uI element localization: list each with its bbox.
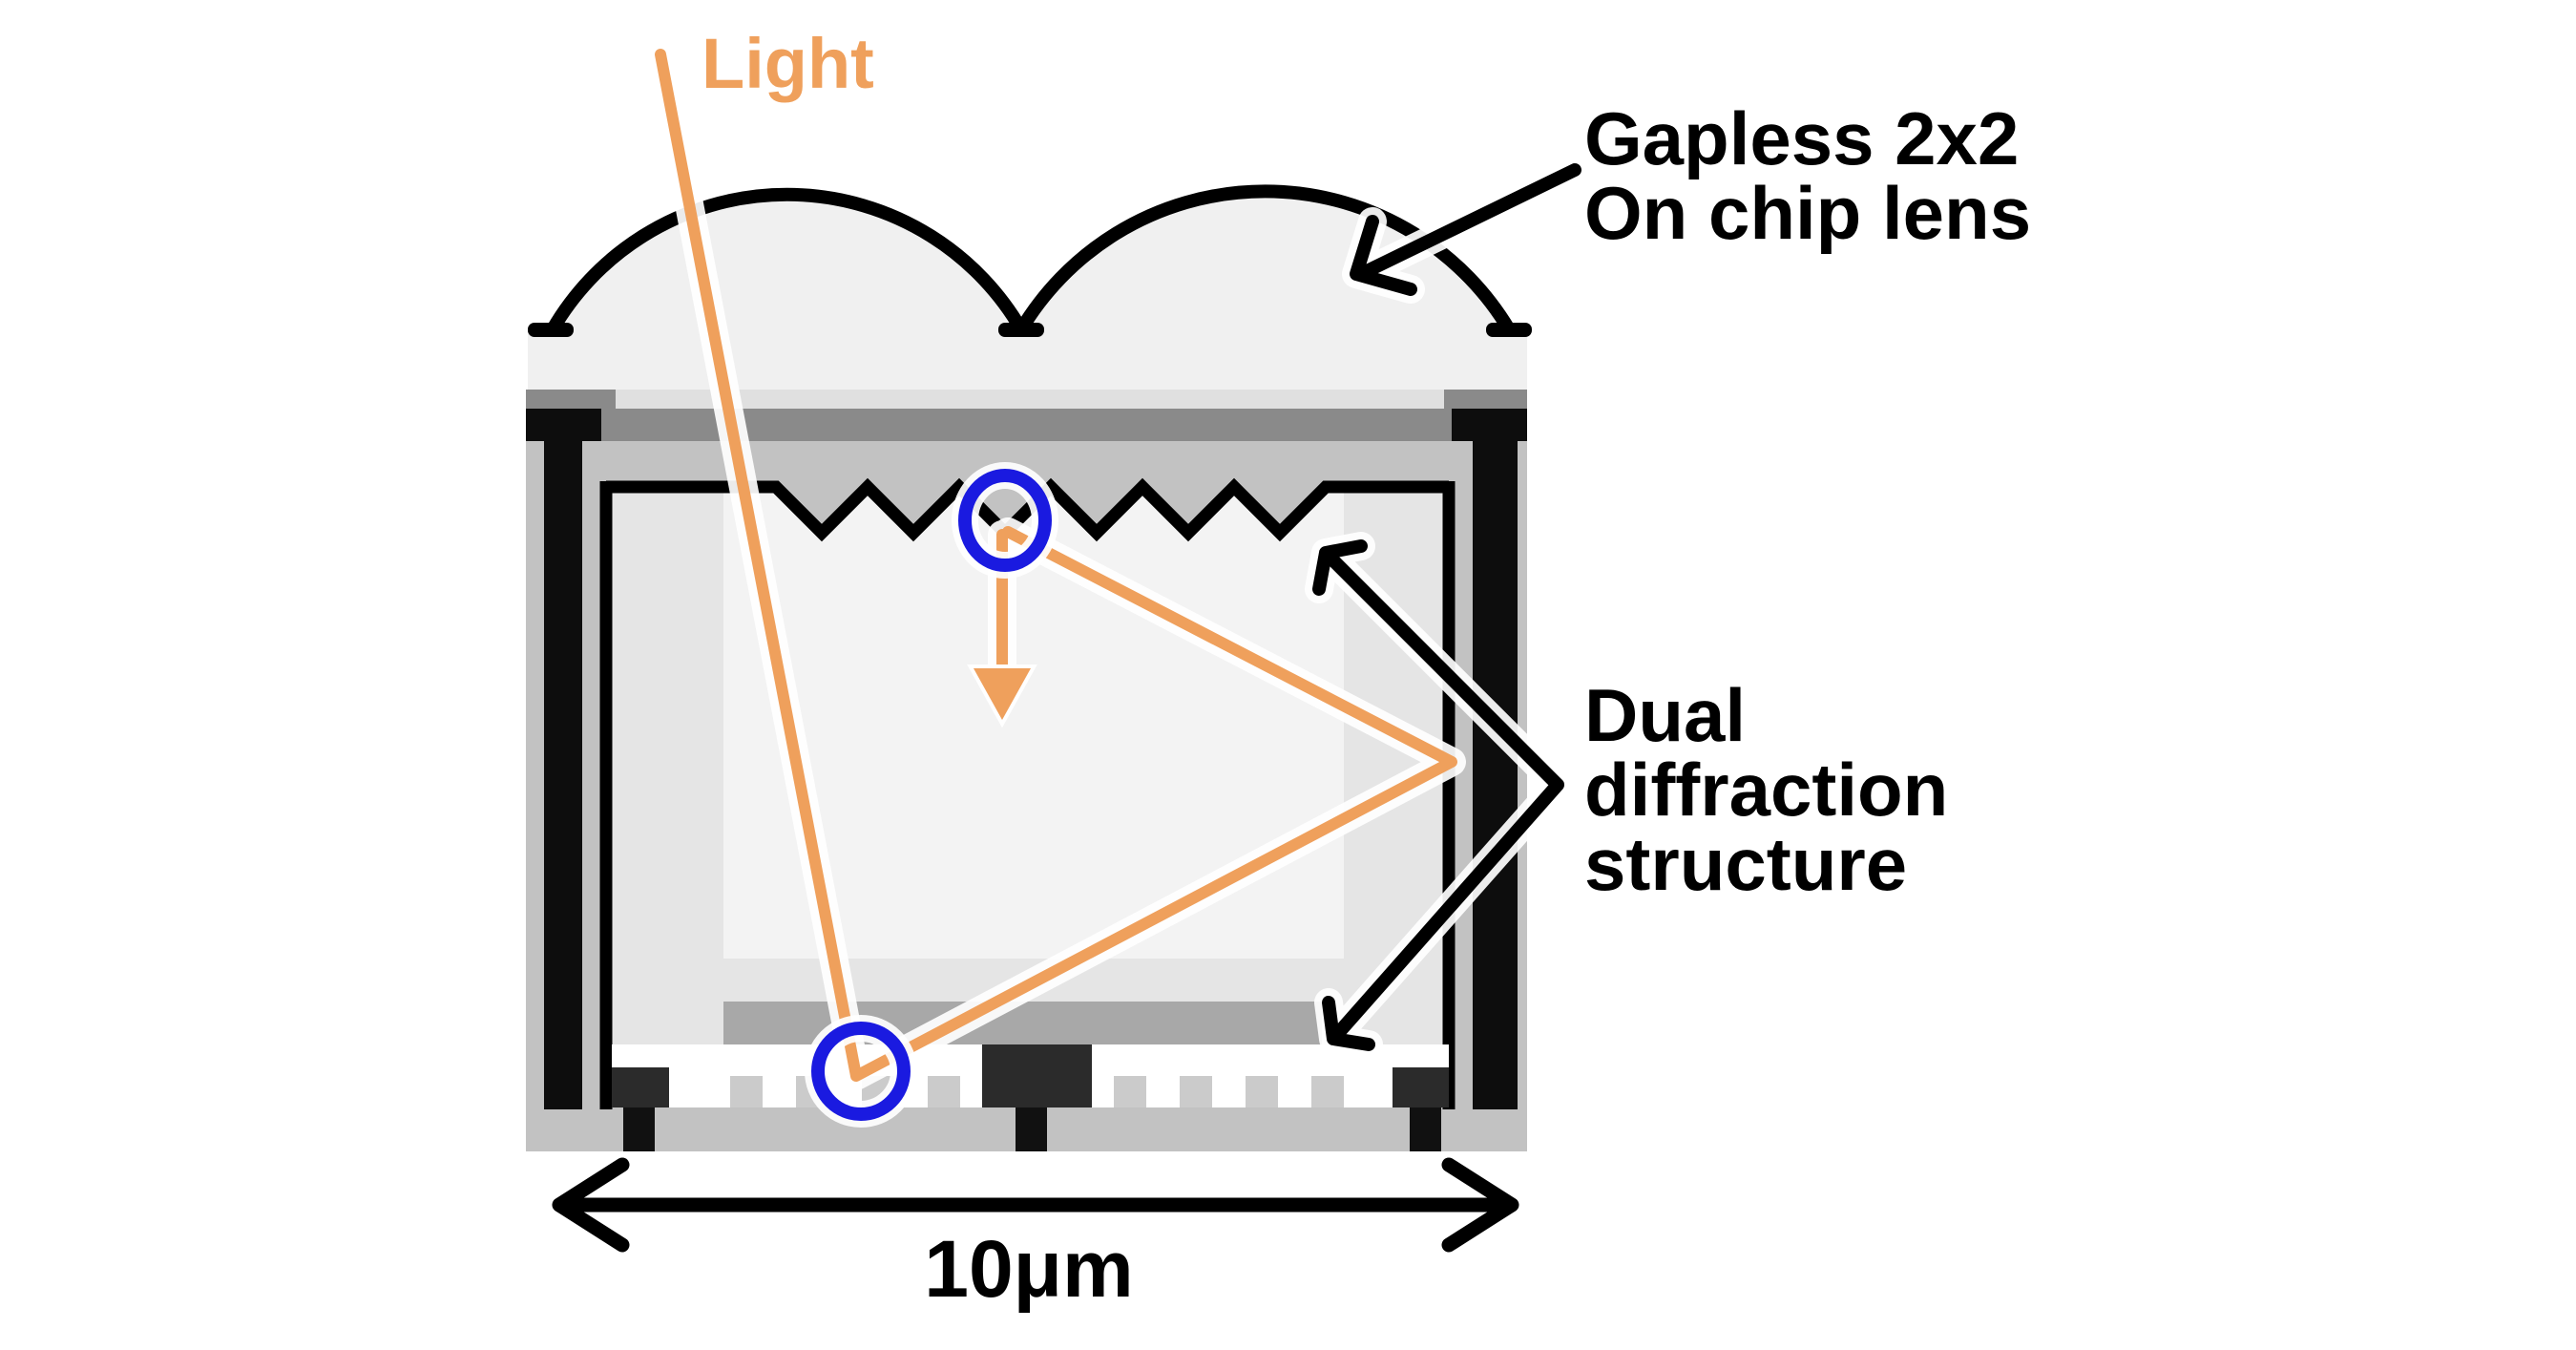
annotations xyxy=(552,156,1589,1253)
lens-label-line1: Gapless 2x2 xyxy=(1584,96,2019,180)
lens-base-tick xyxy=(528,323,574,337)
contact-block-center xyxy=(982,1044,1092,1107)
strip-corner-left xyxy=(526,390,616,409)
contact-vias xyxy=(623,1107,1441,1151)
scale-label: 10μm xyxy=(924,1224,1134,1314)
strip-corner-right xyxy=(1444,390,1527,409)
contact-via-left xyxy=(623,1107,655,1151)
lens-base-tick xyxy=(998,323,1044,337)
wiring-bar-corner-right xyxy=(1452,409,1527,441)
wiring-bar xyxy=(526,409,1527,441)
dual-label-line1: Dual xyxy=(1584,673,1746,757)
light-arrowhead-down xyxy=(967,664,1037,728)
diffraction-circle-bottom xyxy=(811,1022,911,1121)
dual-label-line3: structure xyxy=(1584,822,1907,906)
lens-callout-arrow xyxy=(1350,163,1581,296)
comb-tooth xyxy=(928,1076,960,1107)
lens-slab xyxy=(528,329,1527,390)
comb-tooth xyxy=(730,1076,763,1107)
dual-label-line2: diffraction xyxy=(1584,748,1948,832)
dti-bar-left xyxy=(544,441,582,1109)
comb-tooth xyxy=(1311,1076,1344,1107)
planarization-strip xyxy=(526,390,1527,409)
bottom-diffraction-slab xyxy=(723,1002,1322,1044)
lens-dome-left-outline xyxy=(546,187,1028,336)
contact-block-left xyxy=(612,1067,669,1107)
top-diffraction-zigzag xyxy=(606,477,1449,542)
trench-isolation xyxy=(544,441,1518,1109)
lens-dome-right-outline xyxy=(1015,184,1516,336)
contact-via-center xyxy=(1016,1107,1047,1151)
lens-base-tick xyxy=(1486,323,1532,337)
contact-block-right xyxy=(1393,1067,1449,1107)
scale-dimension-arrow xyxy=(552,1157,1519,1253)
lens-label-line2: On chip lens xyxy=(1584,171,2031,255)
diffraction-points xyxy=(805,462,1058,1128)
light-label: Light xyxy=(702,24,874,103)
dual-diffraction-arrows xyxy=(1312,539,1564,1051)
lens-base-ticks xyxy=(528,323,1532,337)
text-labels: Light Gapless 2x2 On chip lens Dual diff… xyxy=(702,24,2031,1314)
contact-via-right xyxy=(1410,1107,1441,1151)
comb-tooth xyxy=(1114,1076,1146,1107)
contact-blocks xyxy=(612,1044,1449,1107)
wiring-bar-corner-left xyxy=(526,409,601,441)
dti-bar-right xyxy=(1473,441,1518,1109)
lens-dome-right-fill xyxy=(1021,191,1509,329)
diffraction-circle-top xyxy=(958,469,1052,572)
planarization-layers xyxy=(526,390,1527,441)
comb-tooth xyxy=(1246,1076,1278,1107)
comb-tooth xyxy=(1180,1076,1212,1107)
lens-dome-left-fill xyxy=(553,194,1021,329)
